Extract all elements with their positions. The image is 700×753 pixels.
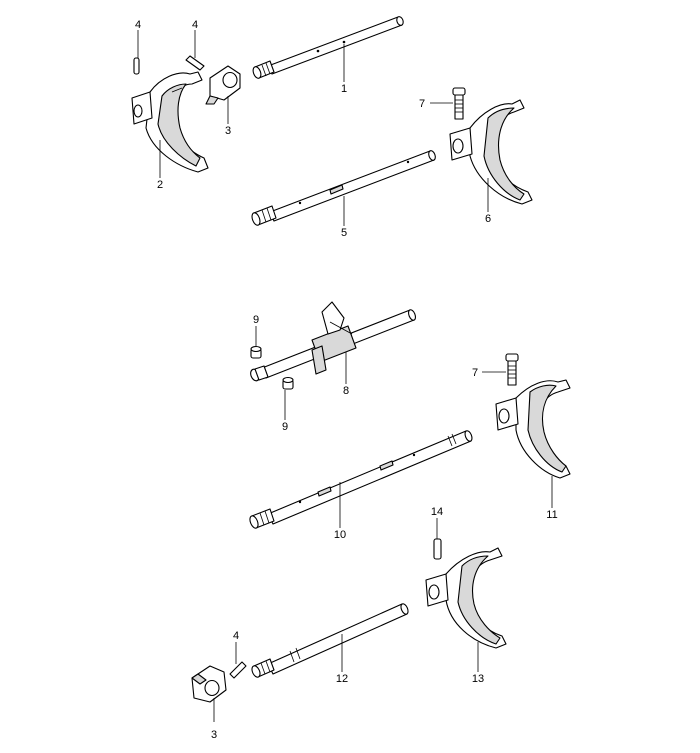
shift-shaft-8 <box>250 301 417 382</box>
shift-fork-2 <box>131 71 209 173</box>
callout-4-top-left: 4 <box>135 19 141 31</box>
callout-9-bottom: 9 <box>282 421 288 433</box>
bushing-9-bottom <box>282 376 294 390</box>
detent-block-3-bottom <box>191 665 227 703</box>
leader-lines <box>137 30 553 722</box>
detent-block-3-top <box>205 65 241 105</box>
callout-8: 8 <box>343 385 349 397</box>
callout-10: 10 <box>334 529 346 541</box>
callout-3-top: 3 <box>225 125 231 137</box>
callout-12: 12 <box>336 673 348 685</box>
callout-1: 1 <box>341 83 347 95</box>
selector-shaft-10 <box>249 430 473 529</box>
callout-7-top: 7 <box>419 98 425 110</box>
callout-2: 2 <box>157 179 163 191</box>
callout-3-bottom: 3 <box>211 729 217 741</box>
callout-4-bottom: 4 <box>233 630 239 642</box>
callout-5: 5 <box>341 227 347 239</box>
roll-pin-4-top-right <box>185 55 205 71</box>
bolt-7-bottom <box>505 353 519 386</box>
shift-fork-13 <box>425 547 507 649</box>
selector-shaft-12 <box>251 603 409 678</box>
callout-9-top: 9 <box>253 314 259 326</box>
shift-fork-11 <box>495 379 571 479</box>
callout-4-top-right: 4 <box>192 19 198 31</box>
pin-14 <box>433 538 442 560</box>
callout-6: 6 <box>485 213 491 225</box>
selector-shaft-5 <box>251 150 436 226</box>
bolt-7-top <box>452 87 466 120</box>
roll-pin-4-top-left <box>133 57 140 75</box>
selector-shaft-1 <box>252 16 404 79</box>
shift-fork-6 <box>449 99 533 205</box>
roll-pin-4-bottom <box>229 661 247 679</box>
callout-13: 13 <box>472 673 484 685</box>
bushing-9-top <box>250 345 262 359</box>
callout-14: 14 <box>431 506 443 518</box>
callout-7-bottom: 7 <box>472 367 478 379</box>
callout-11: 11 <box>546 509 557 521</box>
